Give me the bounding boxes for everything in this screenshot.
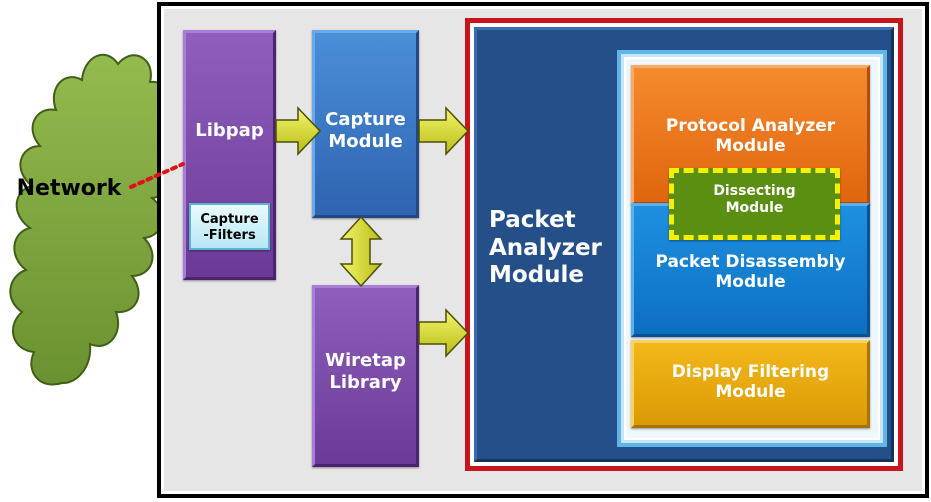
network-label: Network [16, 176, 122, 201]
packet-analyzer-label: Packet Analyzer Module [489, 207, 602, 289]
capture-module-block: Capture Module [312, 30, 419, 218]
dissecting-module-block: Dissecting Module [669, 168, 840, 240]
arrow-capture-to-analyzer [418, 106, 470, 156]
capture-filters-label: Capture -Filters [200, 212, 259, 243]
wiretap-library-block: Wiretap Library [312, 285, 419, 467]
wiretap-library-label: Wiretap Library [325, 350, 406, 393]
capture-filters-block: Capture -Filters [189, 203, 270, 250]
display-filtering-label: Display Filtering Module [671, 362, 830, 403]
capture-module-label: Capture Module [325, 109, 406, 152]
arrow-wiretap-to-analyzer [418, 308, 470, 358]
network-cloud-shape [9, 53, 178, 386]
libpap-label: Libpap [195, 120, 264, 141]
network-link-dotted [129, 162, 185, 189]
arrow-libpap-to-capture [275, 106, 322, 156]
protocol-analyzer-label: Protocol Analyzer Module [665, 116, 836, 157]
dissecting-module-label: Dissecting Module [713, 183, 796, 216]
display-filtering-block: Display Filtering Module [631, 340, 870, 428]
packet-disassembly-label: Packet Disassembly Module [655, 252, 846, 293]
arrow-capture-wiretap-bidirectional [339, 215, 383, 288]
